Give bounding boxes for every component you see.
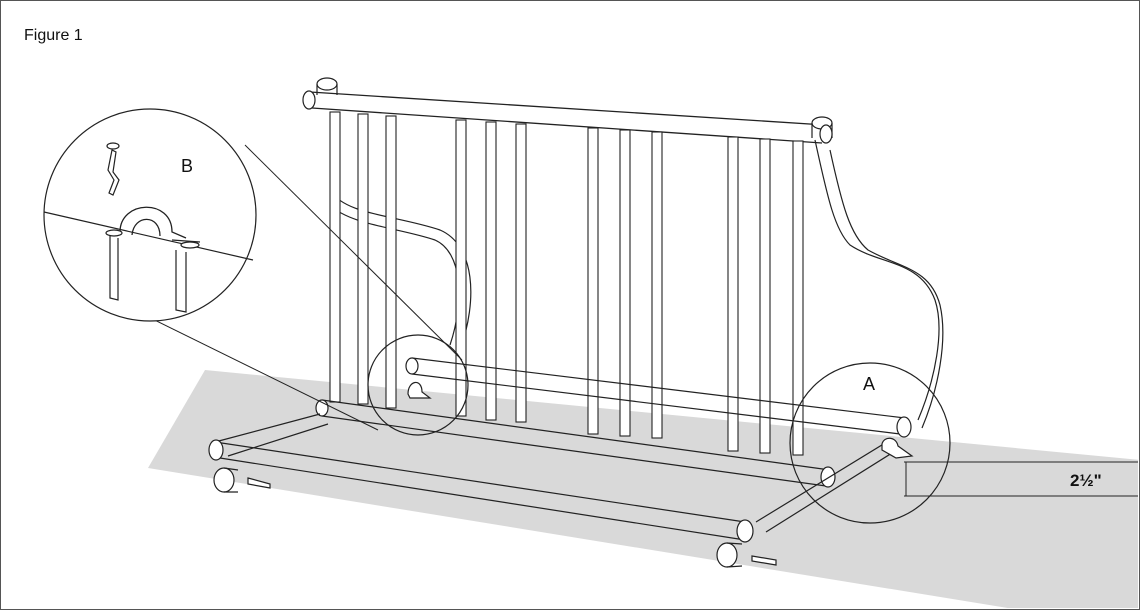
leader-line-1 — [244, 144, 463, 361]
right-cross-rail — [755, 439, 901, 533]
front-base-rail — [321, 399, 831, 487]
inset-ground-line — [43, 211, 254, 261]
right-side-frame-inner — [829, 149, 944, 429]
inset-pin — [107, 149, 120, 196]
top-rail-right-cap — [819, 124, 833, 144]
back-bottom-rail — [411, 357, 906, 435]
vertical-bars — [329, 111, 804, 456]
anchor-clip-a — [881, 437, 914, 459]
front-ground-rail — [214, 441, 746, 541]
top-rail-left-cap — [302, 90, 316, 110]
callout-b: B — [181, 156, 193, 176]
top-left-post-cap — [316, 77, 338, 91]
inset-stake-right — [175, 250, 187, 313]
anchor-clip-back — [407, 381, 432, 399]
left-side-frame — [329, 189, 472, 351]
anchor-clip-left — [247, 477, 271, 489]
dimension-label: 2½" — [1070, 471, 1102, 490]
dimension-lines — [904, 461, 1138, 497]
right-side-frame-outer — [814, 139, 940, 421]
foot-front-left — [213, 467, 235, 493]
foot-front-right — [716, 542, 738, 568]
detail-circle-a — [789, 362, 951, 524]
leader-line-2 — [113, 299, 379, 431]
inset-stake-left — [109, 236, 119, 301]
callout-a: A — [863, 374, 875, 394]
figure-title: Figure 1 — [24, 27, 83, 44]
anchor-clip-right — [751, 555, 777, 566]
inset-u-clip — [108, 206, 201, 243]
detail-circle-small — [367, 334, 469, 436]
ground-slab — [148, 370, 1138, 608]
detail-circle-b — [43, 108, 257, 322]
left-cross-rail — [214, 413, 329, 457]
